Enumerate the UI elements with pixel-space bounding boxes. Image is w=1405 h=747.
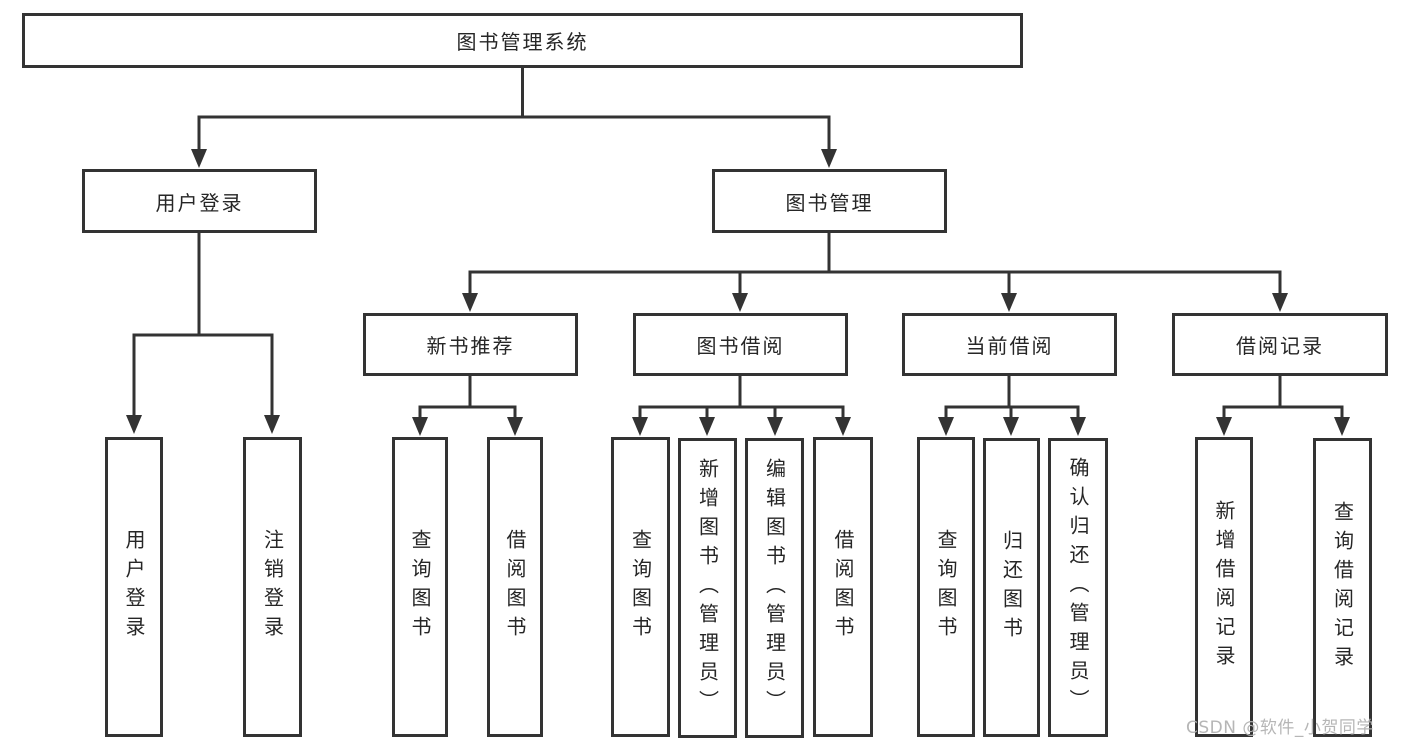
- node-new-book-recommend: 新书推荐: [363, 313, 578, 376]
- leaf-add-books-admin-label: 新增图书（管理员）: [695, 457, 720, 719]
- leaf-query-borrow-record: 查询借阅记录: [1313, 438, 1372, 737]
- node-user-login: 用户登录: [82, 169, 317, 233]
- node-book-management: 图书管理: [712, 169, 947, 233]
- leaf-add-borrow-record-label: 新增借阅记录: [1212, 500, 1236, 674]
- connector-borrowing-records-to-leaves: [1216, 373, 1350, 436]
- leaf-current-query-books-label: 查询图书: [934, 529, 958, 645]
- leaf-add-books-admin: 新增图书（管理员）: [678, 438, 737, 738]
- leaf-user-login: 用户登录: [105, 437, 163, 737]
- connector-book-borrowing-to-leaves: [632, 373, 851, 436]
- csdn-watermark: CSDN @软件_小贺同学: [1186, 718, 1374, 738]
- leaf-return-books-label: 归还图书: [999, 529, 1024, 646]
- leaf-current-query-books: 查询图书: [917, 437, 975, 737]
- connector-user-login-to-leaves: [126, 231, 280, 434]
- leaf-borrowing-query-books-label: 查询图书: [628, 529, 653, 645]
- leaf-recommend-borrow-books: 借阅图书: [487, 437, 543, 737]
- leaf-query-borrow-record-label: 查询借阅记录: [1330, 500, 1355, 675]
- leaf-recommend-query-books: 查询图书: [392, 437, 448, 737]
- node-root-library-management-system: 图书管理系统: [22, 13, 1023, 68]
- leaf-logout-login-label: 注销登录: [260, 529, 285, 645]
- leaf-user-login-label: 用户登录: [122, 529, 146, 645]
- leaf-borrowing-borrow-books-label: 借阅图书: [831, 529, 855, 645]
- leaf-return-books: 归还图书: [983, 438, 1040, 737]
- connector-new-book-recommend-to-leaves: [412, 373, 523, 436]
- connector-current-borrowing-to-leaves: [938, 373, 1086, 436]
- node-book-borrowing: 图书借阅: [633, 313, 848, 376]
- leaf-borrowing-query-books: 查询图书: [611, 437, 670, 737]
- leaf-logout-login: 注销登录: [243, 437, 302, 737]
- connector-root-to-level2: [191, 66, 837, 168]
- leaf-edit-books-admin: 编辑图书（管理员）: [745, 438, 804, 738]
- leaf-recommend-borrow-books-label: 借阅图书: [503, 529, 527, 645]
- connector-book-management-to-level3: [462, 231, 1288, 312]
- leaf-recommend-query-books-label: 查询图书: [408, 529, 432, 645]
- node-current-borrowing: 当前借阅: [902, 313, 1117, 376]
- leaf-borrowing-borrow-books: 借阅图书: [813, 437, 873, 737]
- leaf-confirm-return-admin: 确认归还（管理员）: [1048, 438, 1108, 737]
- leaf-confirm-return-admin-label: 确认归还（管理员）: [1066, 457, 1090, 718]
- leaf-edit-books-admin-label: 编辑图书（管理员）: [762, 457, 787, 719]
- node-borrowing-records: 借阅记录: [1172, 313, 1388, 376]
- leaf-add-borrow-record: 新增借阅记录: [1195, 437, 1253, 737]
